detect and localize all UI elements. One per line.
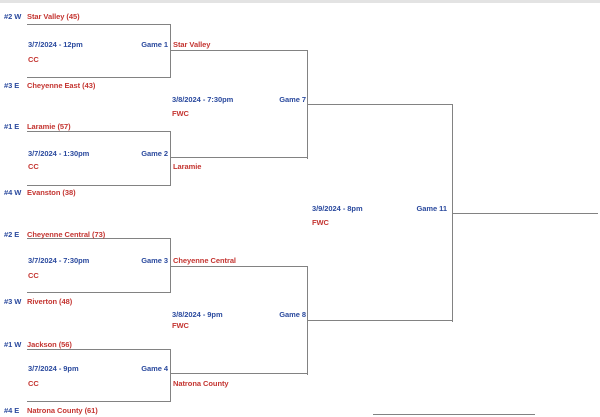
game-number-label: Game 11	[416, 204, 447, 213]
venue-label: CC	[28, 162, 39, 171]
game-datetime: 3/7/2024 - 1:30pm	[28, 148, 90, 158]
game-datetime: 3/7/2024 - 9pm	[28, 364, 79, 373]
venue-label: FWC	[312, 217, 329, 227]
winner-name: Cheyenne Central	[173, 256, 236, 265]
team-name: Cheyenne East (43)	[27, 80, 96, 90]
line-game3-winner	[170, 266, 308, 268]
line-game7-winner	[307, 104, 453, 106]
seed-label: #1 E	[4, 121, 20, 131]
team-name: Star Valley (45)	[27, 11, 80, 21]
game-datetime: 3/7/2024 - 12pm	[28, 39, 83, 49]
team-name: Jackson (56)	[27, 339, 72, 349]
team-name: Evanston (38)	[27, 188, 76, 197]
team-name: Riverton (48)	[27, 296, 73, 306]
line-game1-top	[27, 24, 171, 26]
game-datetime: 3/7/2024 - 7:30pm	[28, 256, 90, 265]
line-game2-bottom	[27, 185, 171, 187]
winner-name: Laramie	[173, 162, 202, 171]
seed-label: #3 W	[4, 296, 22, 306]
game-number-label: Game 1	[141, 39, 168, 49]
team-name: Laramie (57)	[27, 121, 71, 131]
line-game1-bottom	[27, 77, 171, 79]
line-game2-winner	[170, 157, 308, 159]
team-name: Natrona County (61)	[27, 405, 98, 415]
seed-label: #2 E	[4, 229, 20, 239]
game-number-label: Game 4	[141, 364, 168, 373]
venue-label: FWC	[172, 320, 189, 330]
line-game3-right	[170, 238, 172, 293]
game-datetime: 3/8/2024 - 7:30pm	[172, 95, 234, 104]
line-game2-right	[170, 131, 172, 186]
seed-label: #1 W	[4, 339, 22, 349]
venue-label: CC	[28, 378, 39, 388]
game-number-label: Game 8	[279, 310, 306, 319]
team-name: Cheyenne Central (73)	[27, 229, 106, 239]
line-consolation-top	[373, 414, 535, 416]
seed-label: #4 E	[4, 405, 20, 415]
page-top-border	[0, 0, 600, 3]
line-game4-top	[27, 349, 171, 351]
line-game11-winner	[452, 213, 598, 215]
seed-label: #3 E	[4, 80, 20, 90]
line-game2-top	[27, 131, 171, 133]
game-number-label: Game 2	[141, 148, 168, 158]
seed-label: #4 W	[4, 188, 22, 197]
line-game4-bottom	[27, 401, 171, 403]
seed-label: #2 W	[4, 11, 22, 21]
venue-label: CC	[28, 54, 39, 64]
winner-name: Star Valley	[173, 39, 211, 49]
winner-name: Natrona County	[173, 378, 229, 388]
line-game4-right	[170, 349, 172, 402]
line-game8-winner	[307, 320, 453, 322]
game-datetime: 3/9/2024 - 8pm	[312, 204, 363, 213]
line-game1-winner	[170, 50, 308, 52]
game-number-label: Game 3	[141, 256, 168, 265]
venue-label: CC	[28, 271, 39, 280]
game-datetime: 3/8/2024 - 9pm	[172, 310, 223, 319]
line-game3-bottom	[27, 292, 171, 294]
venue-label: FWC	[172, 108, 189, 118]
game-number-label: Game 7	[279, 95, 306, 104]
line-game3-top	[27, 238, 171, 240]
line-game4-winner	[170, 373, 308, 375]
line-game11-right	[452, 104, 454, 322]
